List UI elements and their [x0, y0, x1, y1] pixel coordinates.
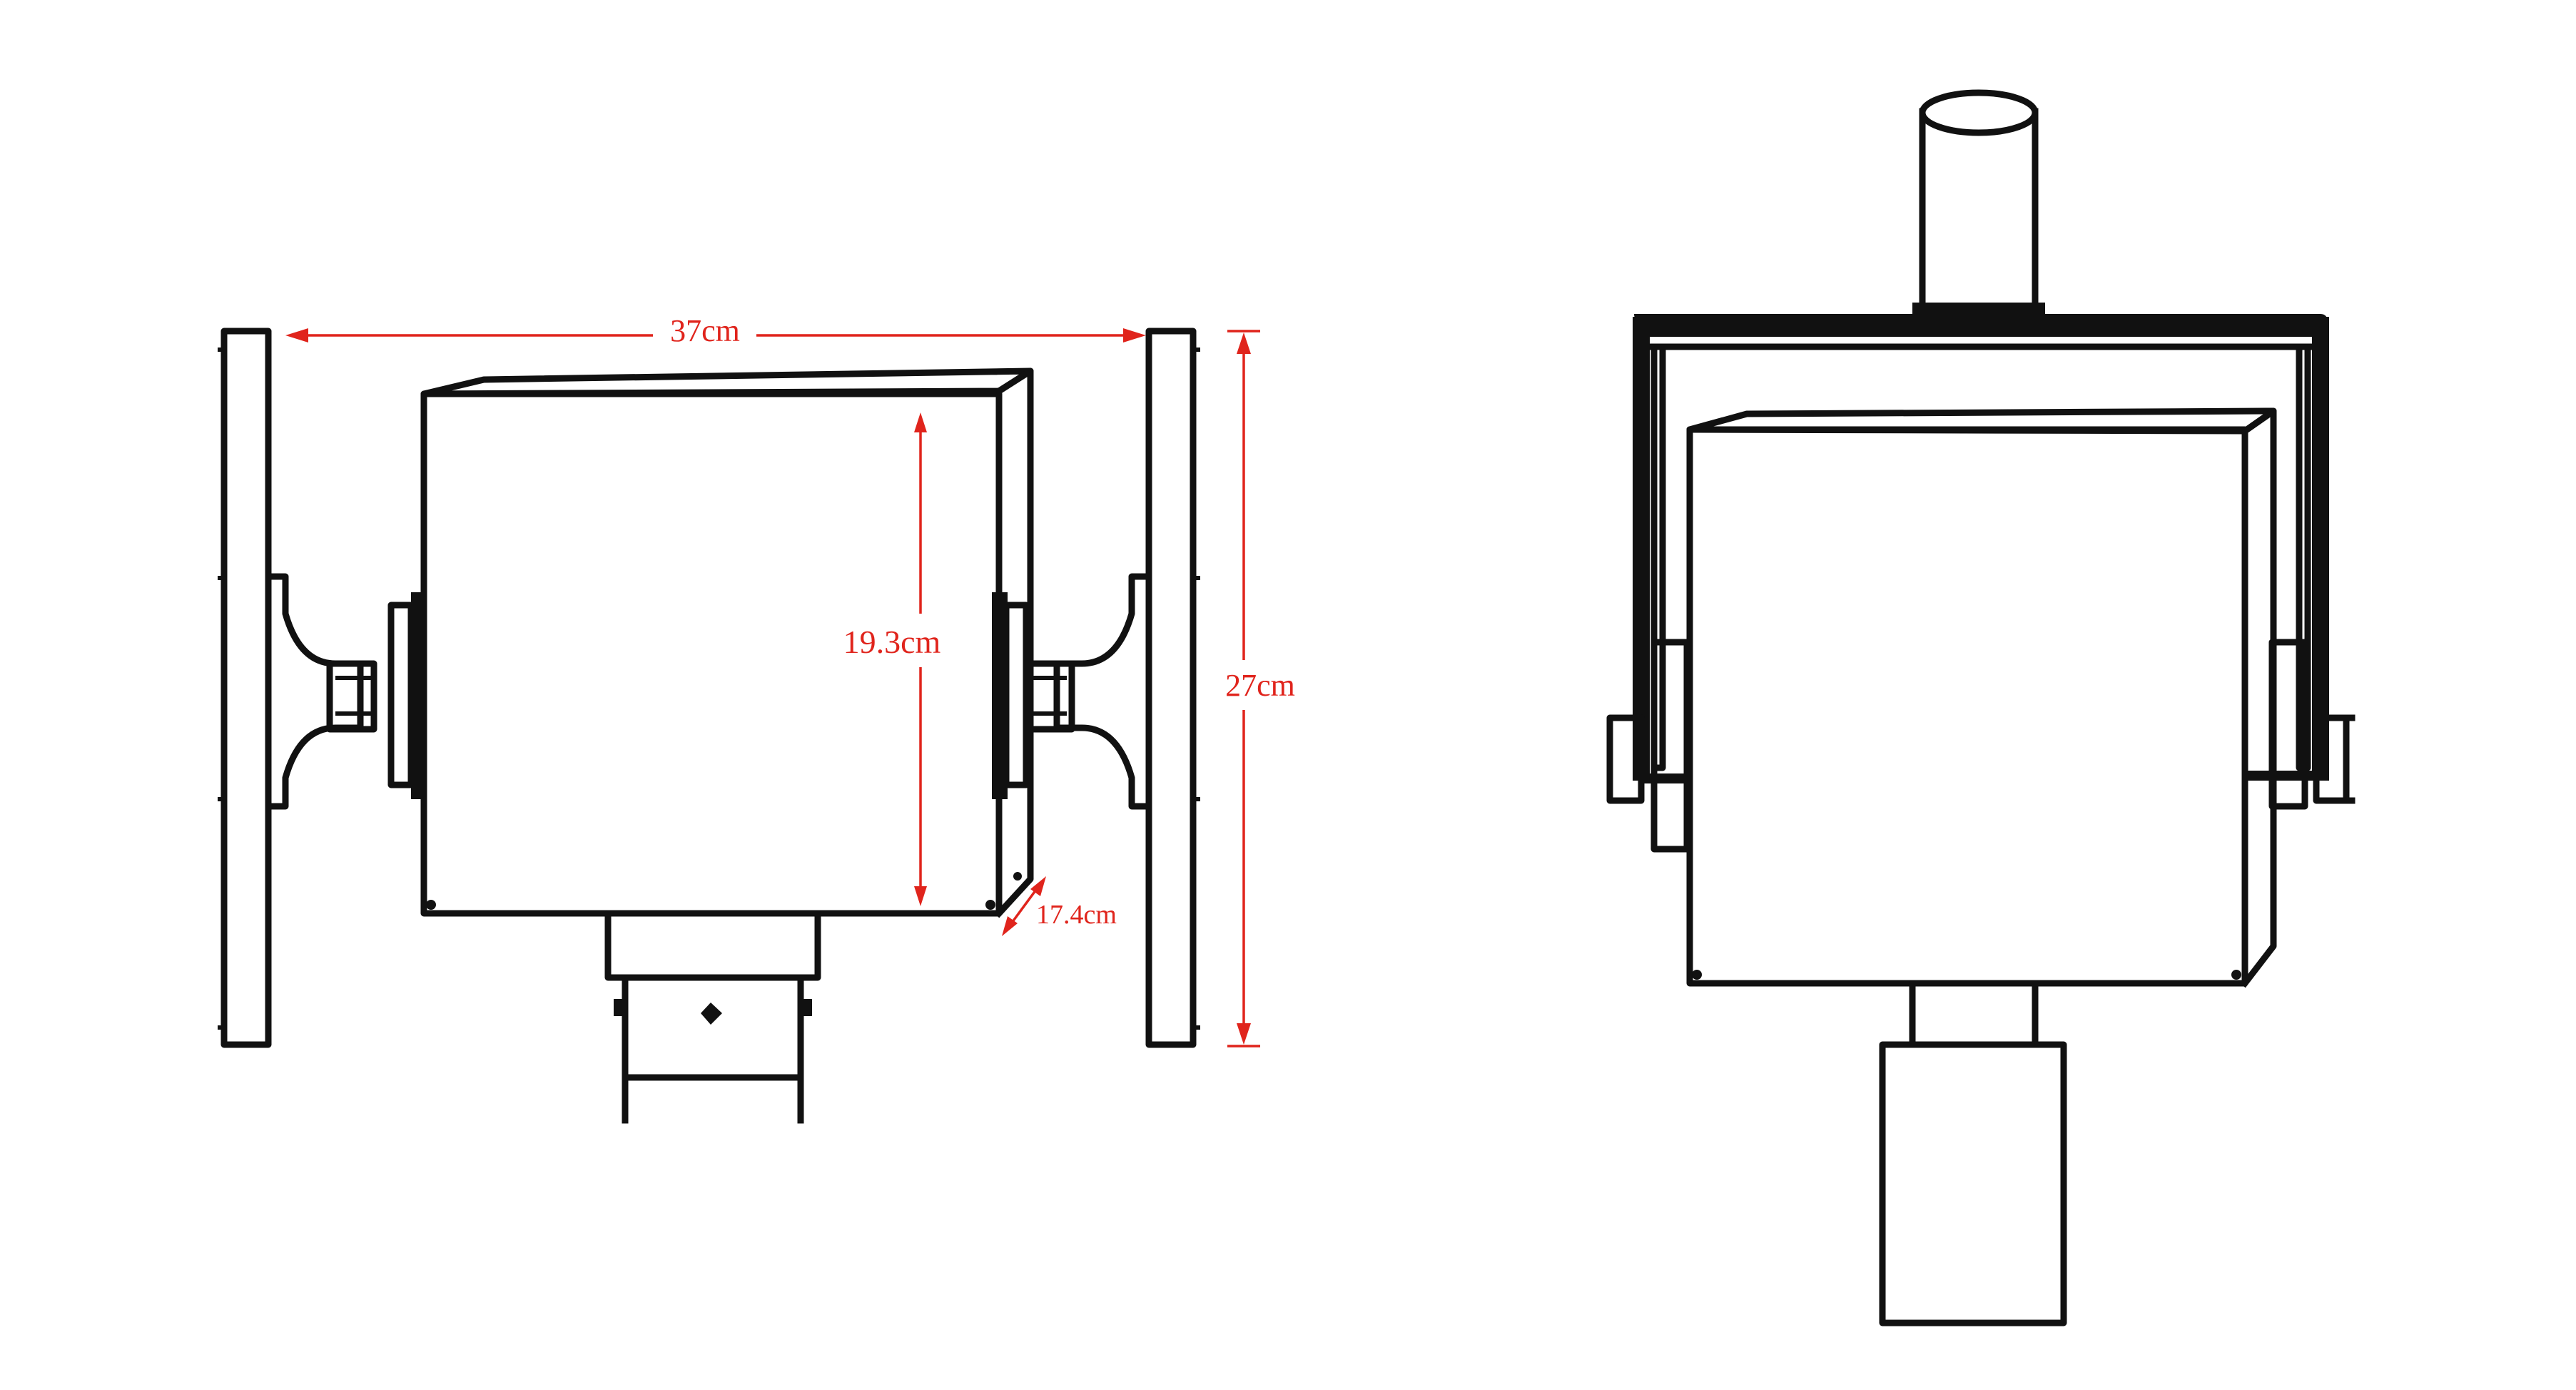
top-pole	[1912, 89, 2045, 315]
depth-dimension: 17.4cm	[1002, 876, 1117, 936]
width-dimension: 37cm	[285, 313, 1146, 348]
u-yoke	[1633, 314, 2329, 781]
hanging-bottom-mount	[1879, 980, 2067, 1326]
height-dimension: 27cm	[1225, 330, 1295, 1047]
depth-label: 17.4cm	[1036, 900, 1117, 930]
right-bracket	[992, 573, 1152, 810]
left-rail	[218, 328, 272, 1048]
front-view-diagram: 37cm 27cm 19.3cm 17.4cm	[218, 313, 1295, 1124]
height-label: 27cm	[1225, 668, 1295, 703]
hanging-housing-box	[1686, 407, 2277, 988]
right-rail	[1145, 328, 1200, 1048]
front-bottom-mount	[604, 910, 821, 1124]
box-height-label: 19.3cm	[843, 624, 941, 660]
width-label: 37cm	[670, 313, 740, 348]
box-height-dimension: 19.3cm	[843, 412, 941, 906]
left-bracket	[265, 573, 427, 810]
ceiling-mount-diagram	[1606, 89, 2356, 1326]
